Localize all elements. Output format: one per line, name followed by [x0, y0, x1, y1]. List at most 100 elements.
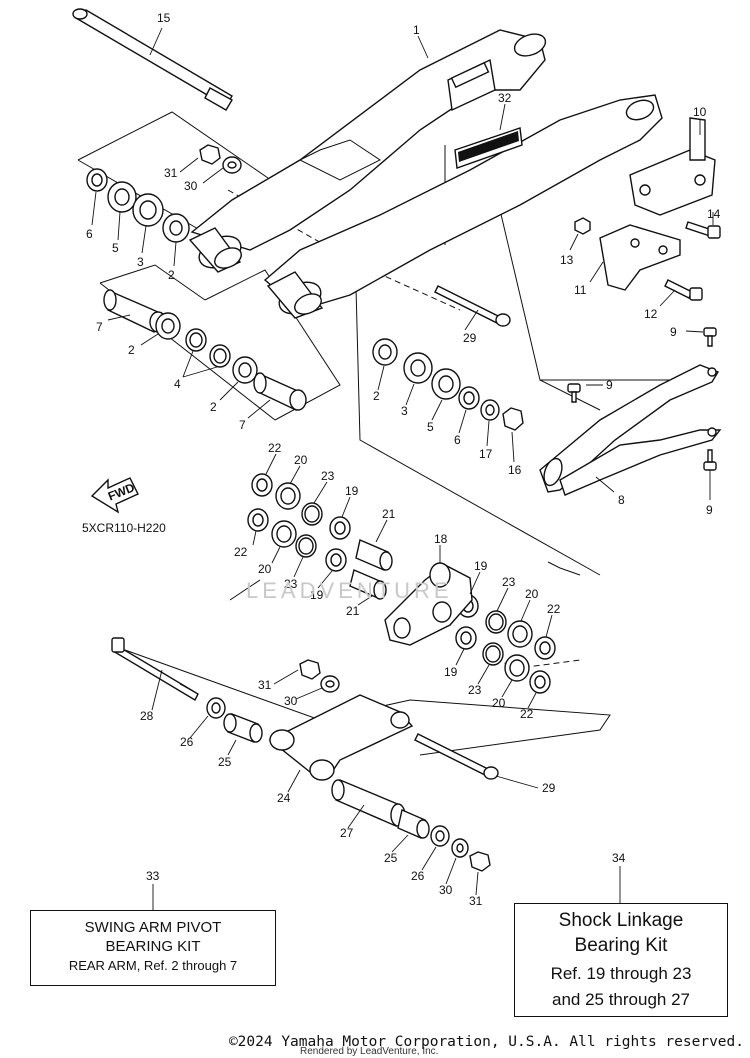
part-2-bearing-left	[155, 312, 181, 340]
callout-19-d: 19	[444, 665, 458, 679]
callout-6-right: 6	[454, 433, 461, 447]
callout-5-left: 5	[112, 241, 119, 255]
callout-29-top: 29	[463, 331, 477, 345]
kit-34-line-3: Ref. 19 through 23	[550, 964, 692, 983]
callout-20-a: 20	[294, 453, 308, 467]
part-3-thrust-cover-right	[403, 352, 433, 384]
callout-21-b: 21	[346, 604, 360, 618]
fwd-arrow-icon: FWD	[90, 477, 139, 514]
callout-15: 15	[157, 11, 171, 25]
part-8-chain-slider	[539, 364, 722, 496]
part-30-washer-upper	[222, 156, 242, 174]
callout-7-left: 7	[96, 320, 103, 334]
callout-9-bottom: 9	[706, 503, 713, 517]
part-29-bolt-upper	[434, 285, 511, 327]
callout-2-right: 2	[373, 389, 380, 403]
callout-11: 11	[574, 283, 587, 297]
callout-26-b: 26	[411, 869, 425, 883]
part-22-oil-seals	[247, 473, 556, 694]
callout-31-bottom: 31	[469, 894, 483, 908]
part-5-seal-right	[431, 368, 461, 400]
callout-2-lower: 2	[210, 400, 217, 414]
part-2-bearing-upper	[162, 213, 190, 243]
part-20-thrust-washers	[271, 482, 533, 682]
part-28-bolt	[111, 637, 199, 701]
callout-5-right: 5	[427, 420, 434, 434]
callout-27: 27	[340, 826, 354, 840]
part-11-chain-guide-bracket	[599, 224, 681, 291]
callout-numbers: 1 15 32 10 14 13 11 12 9 9 9 8 31 30 6 5…	[82, 11, 721, 908]
kit-34-box[interactable]: Shock Linkage Bearing Kit Ref. 19 throug…	[514, 903, 728, 1017]
callout-17: 17	[479, 447, 493, 461]
callout-8: 8	[618, 493, 625, 507]
kit-34-line-2: Bearing Kit	[574, 935, 668, 956]
callout-16: 16	[508, 463, 522, 477]
callout-2-upper: 2	[168, 268, 175, 282]
part-21-collars	[349, 539, 393, 600]
part-24-connecting-rod	[268, 694, 414, 781]
part-25-collar-left	[223, 713, 263, 743]
callout-3-right: 3	[401, 404, 408, 418]
callout-20-c: 20	[258, 562, 272, 576]
part-26-washer-right	[430, 825, 450, 847]
callout-14: 14	[707, 207, 721, 221]
part-29-bolt-lower	[414, 733, 499, 780]
callout-21-a: 21	[382, 507, 396, 521]
callout-4: 4	[174, 377, 181, 391]
callout-19-b: 19	[474, 559, 488, 573]
callout-23-d: 23	[468, 683, 482, 697]
part-30-washer-right	[451, 838, 469, 858]
rendered-by-note: Rendered by LeadVenture, Inc.	[300, 1046, 439, 1057]
callout-12: 12	[644, 307, 658, 321]
callout-29-bottom: 29	[542, 781, 556, 795]
callout-31-mid: 31	[258, 678, 272, 692]
part-26-washer-left	[206, 697, 226, 719]
callout-22-c: 22	[234, 545, 248, 559]
callout-7-right: 7	[239, 418, 246, 432]
part-4-circlips	[185, 328, 231, 368]
part-16-nut	[502, 407, 524, 431]
callout-34: 34	[612, 851, 626, 865]
part-1-swing-arm	[188, 29, 663, 319]
callout-13: 13	[560, 253, 574, 267]
callout-31-top: 31	[164, 166, 178, 180]
part-5-seal-left	[107, 181, 137, 213]
callout-19-a: 19	[345, 484, 359, 498]
kit-34-line-4: and 25 through 27	[551, 990, 690, 1009]
callout-26-a: 26	[180, 735, 194, 749]
part-14-bolt	[685, 221, 721, 239]
callout-30-mid: 30	[284, 694, 298, 708]
callout-9-mid: 9	[606, 378, 613, 392]
part-7-collar-right	[253, 372, 307, 412]
kit-33-line-3: REAR ARM, Ref. 2 through 7	[68, 958, 238, 973]
kit-33-box[interactable]: SWING ARM PIVOT BEARING KIT REAR ARM, Re…	[30, 910, 276, 986]
part-30-washer-lower	[320, 675, 340, 693]
leader-lines	[91, 27, 714, 910]
callout-32: 32	[498, 91, 512, 105]
callout-1: 1	[413, 23, 420, 37]
callout-22-a: 22	[268, 441, 282, 455]
kit-33-line-1: SWING ARM PIVOT	[84, 919, 222, 936]
part-18-relay-arm	[384, 562, 473, 646]
part-3-thrust-cover-left	[132, 193, 164, 227]
part-15-pivot-shaft	[72, 8, 233, 111]
kit-33-line-2: BEARING KIT	[105, 938, 201, 955]
callout-28: 28	[140, 709, 154, 723]
part-2-bearing-lower	[232, 356, 258, 384]
copyright-footer: ©2024 Yamaha Motor Corporation, U.S.A. A…	[228, 1034, 744, 1050]
part-31-nut-upper	[199, 144, 221, 165]
part-6-oil-seal-left	[86, 168, 108, 192]
callout-10: 10	[693, 105, 707, 119]
part-25-collar-right	[397, 809, 430, 839]
part-23-collars	[295, 502, 507, 666]
part-31-nut-right	[469, 851, 491, 872]
kit-34-line-1: Shock Linkage	[558, 910, 684, 931]
callout-9-top: 9	[670, 325, 677, 339]
callout-22-d: 22	[520, 707, 534, 721]
part-12-bolt	[664, 279, 703, 301]
part-13-nut	[574, 217, 591, 235]
part-31-nut-lower	[299, 659, 321, 680]
part-6-oil-seal-right	[458, 386, 480, 410]
